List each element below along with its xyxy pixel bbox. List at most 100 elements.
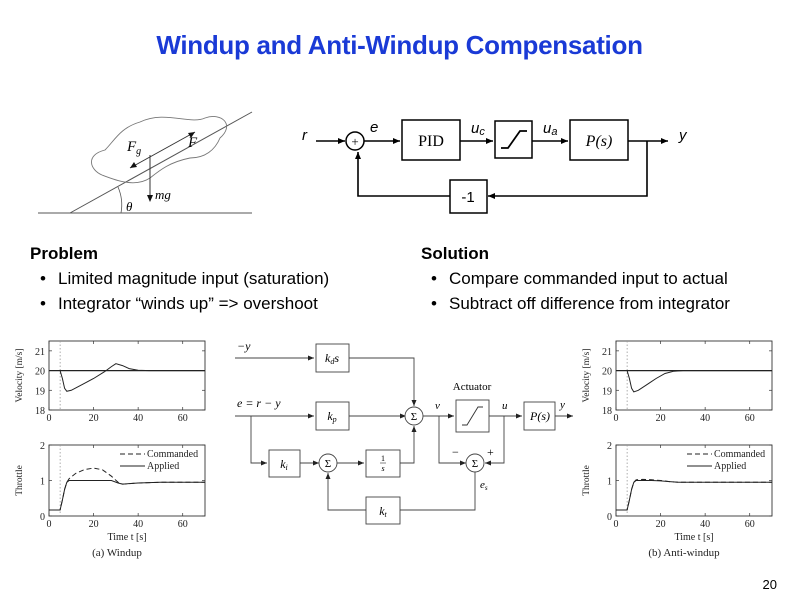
input-label: r bbox=[302, 127, 308, 144]
x-tick-label: 20 bbox=[656, 413, 666, 424]
series-commanded bbox=[616, 478, 772, 511]
y-axis-label: Velocity [m/s] bbox=[15, 348, 25, 402]
y-tick-label: 0 bbox=[40, 512, 45, 523]
legend-label: Applied bbox=[714, 461, 746, 472]
bullet-text: Subtract off difference from integrator bbox=[449, 294, 730, 313]
kp-block bbox=[315, 401, 350, 431]
y-tick-label: 2 bbox=[607, 441, 612, 452]
windup-velocity-chart: 0 20 40 60 18 19 20 21 Velocity [m/s] bbox=[15, 340, 206, 424]
x-tick-label: 20 bbox=[89, 519, 99, 530]
pid-block bbox=[401, 119, 461, 161]
legend-label: Commanded bbox=[714, 449, 765, 460]
car-outline bbox=[91, 116, 227, 184]
integrator-denominator: s bbox=[381, 464, 384, 473]
series-applied bbox=[49, 480, 205, 511]
plant-block bbox=[569, 119, 629, 161]
y-axis-label: Velocity [m/s] bbox=[582, 348, 592, 402]
windup-plots: 0 20 40 60 18 19 20 21 Velocity [m/s] 0 20 40 60 0 1 2… bbox=[15, 340, 206, 559]
solution-section: Solution • Compare commanded input to ac… bbox=[421, 244, 730, 314]
summer-sign: + bbox=[351, 134, 358, 149]
force-line bbox=[129, 131, 196, 169]
x-tick-label: 60 bbox=[745, 519, 755, 530]
x-tick-label: 0 bbox=[614, 519, 619, 530]
integrator-summer-sigma: Σ bbox=[325, 458, 331, 470]
page-number: 20 bbox=[762, 577, 777, 592]
x-axis-label: Time t [s] bbox=[674, 532, 713, 543]
x-axis-label: Time t [s] bbox=[107, 532, 146, 543]
y-tick-label: 19 bbox=[602, 386, 612, 397]
y-tick-label: 2 bbox=[40, 441, 45, 452]
u-label: u bbox=[502, 400, 508, 412]
solution-bullet: • Subtract off difference from integrato… bbox=[431, 294, 730, 314]
y-tick-label: 1 bbox=[607, 477, 612, 488]
plot-frame bbox=[615, 340, 773, 411]
x-tick-label: 40 bbox=[133, 519, 143, 530]
kt-block bbox=[365, 496, 401, 525]
x-tick-label: 60 bbox=[178, 519, 188, 530]
x-tick-label: 40 bbox=[700, 519, 710, 530]
y-tick-label: 20 bbox=[35, 367, 45, 378]
plus-sign: + bbox=[487, 445, 494, 459]
error-equation: e = r − y bbox=[237, 396, 281, 410]
bullet-text: Compare commanded input to actual bbox=[449, 269, 728, 288]
plant-label: P(s) bbox=[585, 133, 613, 150]
error-label: e bbox=[370, 119, 378, 136]
es-label: es bbox=[480, 479, 488, 492]
y-tick-label: 0 bbox=[607, 512, 612, 523]
feedback-gain-block bbox=[449, 179, 488, 214]
x-tick-label: 40 bbox=[133, 413, 143, 424]
v-label: v bbox=[435, 400, 440, 412]
saturation-icon bbox=[501, 130, 527, 149]
series-velocity bbox=[59, 363, 205, 392]
x-tick-label: 0 bbox=[47, 413, 52, 424]
gravity-force-label: Fg bbox=[126, 139, 141, 157]
solution-heading: Solution bbox=[421, 244, 489, 263]
slide-title: Windup and Anti-Windup Compensation bbox=[156, 30, 643, 60]
integrator-numerator: 1 bbox=[381, 454, 385, 463]
actual-label: ua bbox=[543, 120, 557, 138]
y-tick-label: 1 bbox=[40, 477, 45, 488]
series-applied bbox=[616, 480, 772, 511]
bullet-text: Limited magnitude input (saturation) bbox=[58, 269, 330, 288]
legend-label: Commanded bbox=[147, 449, 198, 460]
y-tick-label: 18 bbox=[35, 406, 45, 417]
problem-heading: Problem bbox=[30, 244, 99, 263]
kd-block bbox=[315, 343, 350, 373]
ki-label: ki bbox=[280, 457, 288, 472]
integrator-summer bbox=[318, 453, 338, 473]
commanded-label: uc bbox=[471, 120, 485, 138]
feedback-path bbox=[488, 141, 648, 199]
x-tick-label: 0 bbox=[47, 519, 52, 530]
incline-line bbox=[69, 111, 253, 214]
y-axis-label: Throttle bbox=[15, 465, 25, 496]
x-tick-label: 60 bbox=[745, 413, 755, 424]
y-tick-label: 21 bbox=[602, 347, 612, 358]
problem-section: Problem • Limited magnitude input (satur… bbox=[30, 244, 329, 314]
x-tick-label: 60 bbox=[178, 413, 188, 424]
pid-label: PID bbox=[418, 133, 444, 150]
saturation-error-summer bbox=[465, 453, 485, 473]
neg-y-label: −y bbox=[237, 339, 251, 353]
weight-label: mg bbox=[155, 187, 171, 202]
y-tick-label: 20 bbox=[602, 367, 612, 378]
x-tick-label: 40 bbox=[700, 413, 710, 424]
weight-arrowhead bbox=[147, 195, 153, 202]
gravity-force-arrowhead bbox=[130, 162, 137, 168]
x-tick-label: 20 bbox=[89, 413, 99, 424]
bullet-icon: • bbox=[431, 269, 437, 288]
bullet-icon: • bbox=[40, 269, 46, 288]
saturation-icon bbox=[462, 406, 483, 426]
drive-force-arrowhead bbox=[188, 132, 195, 138]
legend-label: Applied bbox=[147, 461, 179, 472]
y-tick-label: 21 bbox=[35, 347, 45, 358]
y-label: y bbox=[559, 399, 565, 411]
y-tick-label: 19 bbox=[35, 386, 45, 397]
kt-label: kt bbox=[379, 504, 387, 519]
chart-caption: (b) Anti-windup bbox=[648, 547, 720, 559]
y-axis-label: Throttle bbox=[582, 465, 592, 496]
angle-label: θ bbox=[126, 199, 133, 214]
